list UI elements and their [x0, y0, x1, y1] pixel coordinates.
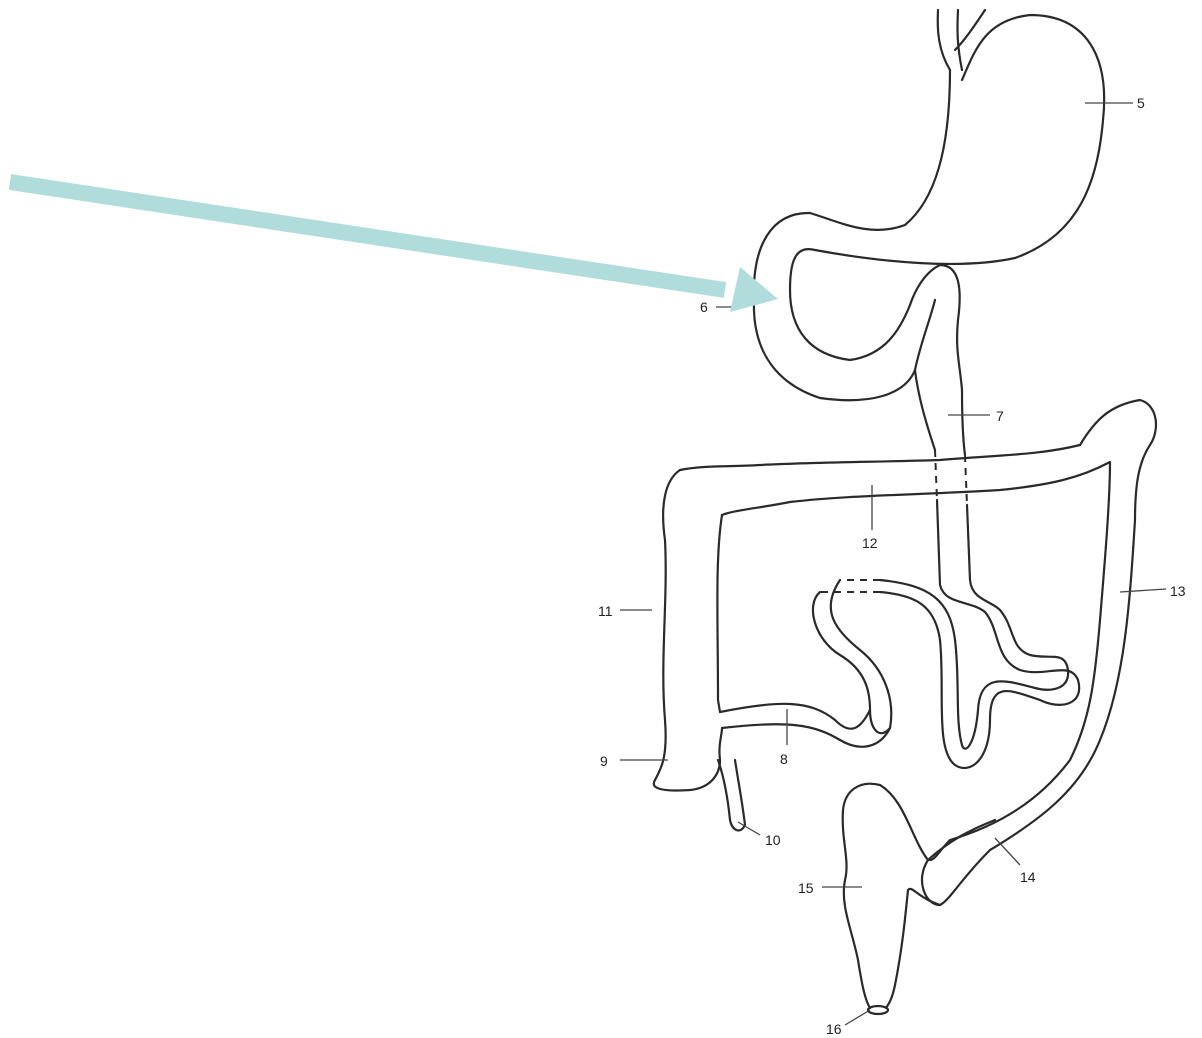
label-11: 11 [598, 603, 613, 619]
leader-13 [1120, 589, 1166, 592]
label-6: 6 [700, 299, 708, 315]
label-15: 15 [798, 880, 814, 896]
highlight-arrow [10, 182, 778, 312]
large-intestine-inner [722, 462, 1110, 860]
arrow-shaft [10, 182, 725, 290]
duodenum [915, 265, 962, 390]
ascending-colon-inner [717, 515, 722, 712]
label-12: 12 [862, 535, 878, 551]
label-9: 9 [600, 753, 608, 769]
label-13: 13 [1170, 583, 1186, 599]
jejunum [915, 370, 965, 455]
oesophagus [938, 10, 985, 70]
ileum [720, 704, 890, 747]
anus [868, 1006, 888, 1014]
label-8: 8 [780, 751, 788, 767]
ascending-colon [654, 470, 722, 791]
label-14: 14 [1020, 869, 1036, 885]
label-16: 16 [826, 1021, 842, 1037]
appendix [718, 760, 745, 830]
leader-14 [995, 838, 1020, 865]
label-5: 5 [1137, 95, 1145, 111]
leader-16 [845, 1010, 870, 1025]
label-7: 7 [996, 408, 1004, 424]
rectum [843, 784, 940, 1014]
label-10: 10 [765, 832, 781, 848]
